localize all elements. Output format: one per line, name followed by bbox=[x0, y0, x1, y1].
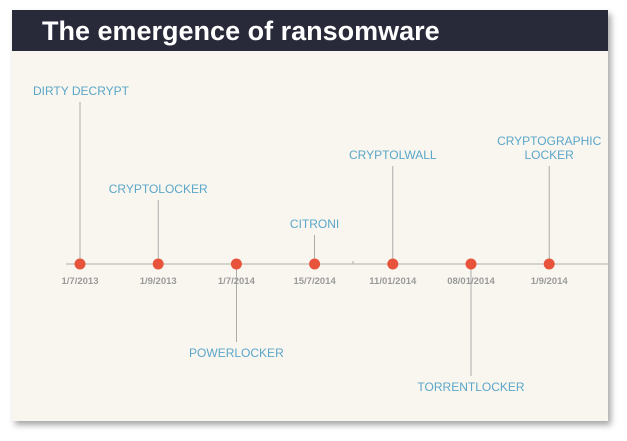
title-bar: The emergence of ransomware bbox=[12, 10, 608, 51]
event-marker bbox=[387, 258, 399, 270]
slide-title: The emergence of ransomware bbox=[42, 16, 440, 46]
event-label: CRYPTOGRAPHIC LOCKER bbox=[497, 134, 602, 162]
event-label: CRYPTOLWALL bbox=[349, 148, 437, 162]
event-label: TORRENTLOCKER bbox=[417, 380, 525, 394]
event-label: DIRTY DECRYPT bbox=[32, 84, 130, 98]
event-marker bbox=[309, 258, 321, 270]
date-label: 1/7/2014 bbox=[217, 276, 255, 287]
event-marker bbox=[543, 258, 555, 270]
date-label: 11/01/2014 bbox=[369, 276, 417, 287]
event-label: POWERLOCKER bbox=[189, 346, 284, 360]
event-marker bbox=[465, 258, 477, 270]
event-marker bbox=[152, 258, 164, 270]
event-label: CITRONI bbox=[289, 217, 340, 231]
date-label: 1/9/2013 bbox=[139, 276, 177, 287]
event-marker bbox=[74, 258, 86, 270]
timeline-diagram bbox=[66, 102, 608, 376]
date-label: 08/01/2014 bbox=[447, 276, 495, 287]
date-label: 1/9/2014 bbox=[530, 276, 568, 287]
date-label: 15/7/2014 bbox=[293, 276, 336, 287]
date-label: 1/7/2013 bbox=[61, 276, 99, 287]
slide: The emergence of ransomware 1/7/2013 1/9/… bbox=[12, 10, 608, 421]
event-label: CRYPTOLOCKER bbox=[108, 182, 208, 196]
event-marker bbox=[230, 258, 242, 270]
